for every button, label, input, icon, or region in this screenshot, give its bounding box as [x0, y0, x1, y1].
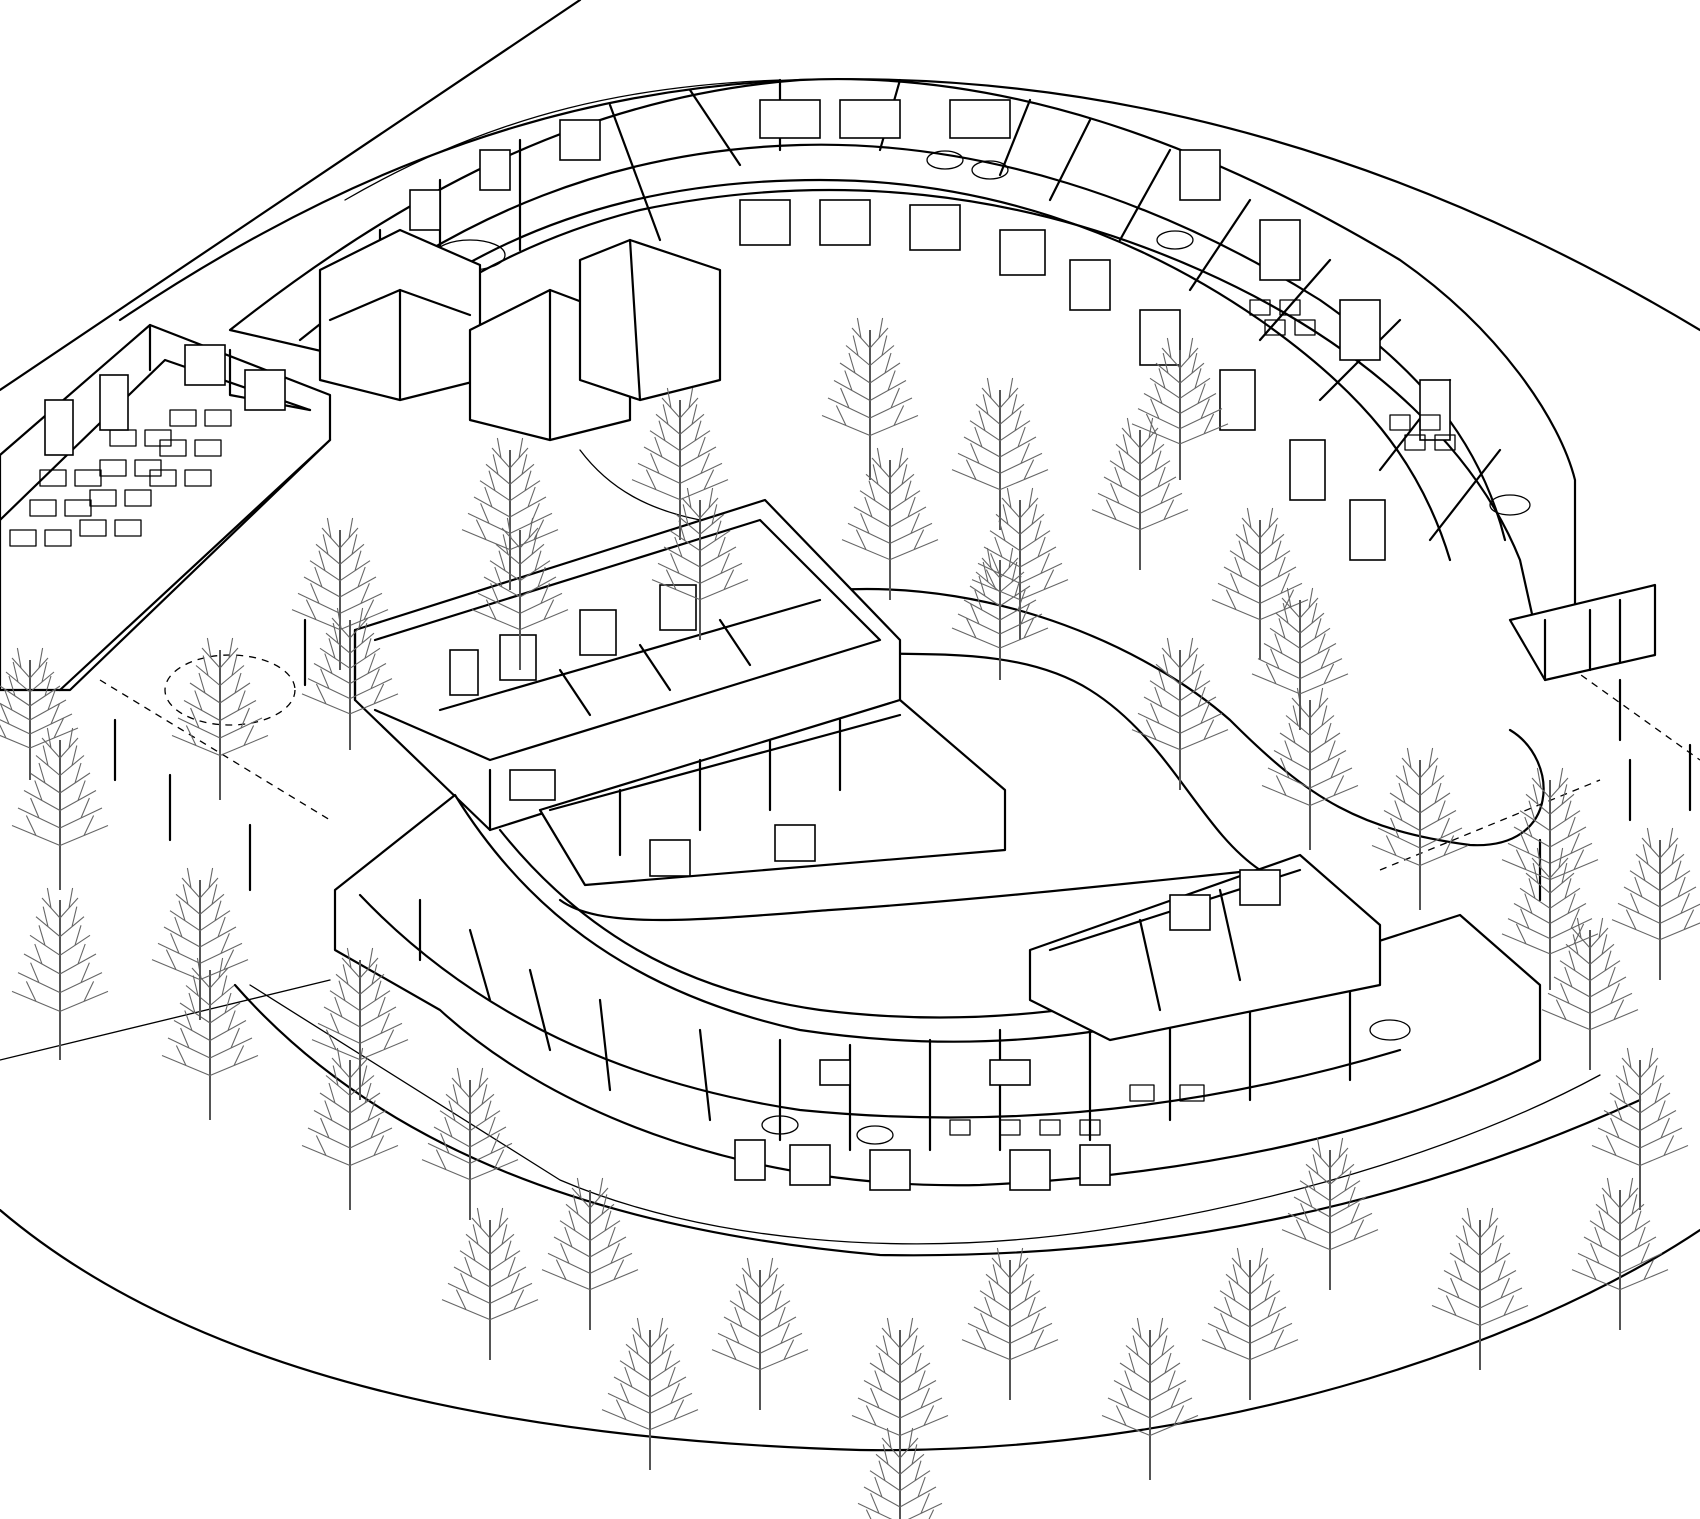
- tree: [631, 387, 729, 540]
- road-edge-middle: [233, 983, 1642, 1257]
- courtyard-path-left: [579, 449, 701, 521]
- tree: [1131, 337, 1229, 480]
- tree: [1501, 847, 1599, 990]
- tree: [1211, 507, 1309, 660]
- tree: [151, 867, 249, 1020]
- trees: [0, 317, 1700, 1519]
- road-edge-outer: [0, 1208, 1700, 1452]
- courtyard: [99, 449, 1700, 922]
- north-wing: [228, 77, 1577, 652]
- north-wing-corridor: [438, 178, 1452, 562]
- tree: [1101, 1317, 1199, 1480]
- south-wing-inner: [358, 893, 1402, 1119]
- posts: [113, 618, 1692, 902]
- tree: [601, 1317, 699, 1470]
- tree: [951, 377, 1049, 530]
- tree: [1201, 1247, 1299, 1400]
- path-left-lower: [0, 979, 331, 1061]
- tree: [1541, 917, 1639, 1070]
- tree: [1131, 637, 1229, 790]
- tree: [161, 957, 259, 1120]
- tree: [1251, 587, 1349, 730]
- courtyard-inner-path: [833, 588, 1545, 847]
- east-block: [1508, 583, 1657, 682]
- west-wing: [0, 323, 332, 692]
- tree: [471, 517, 569, 670]
- tree: [1371, 747, 1469, 910]
- tree: [1431, 1207, 1529, 1370]
- tree: [821, 317, 919, 480]
- tree: [961, 1247, 1059, 1400]
- tree: [651, 487, 749, 640]
- central-block: [353, 498, 1007, 887]
- nw-rooms: [318, 228, 722, 442]
- tree: [711, 1257, 809, 1410]
- north-wing-inner-wall: [298, 143, 1507, 542]
- tree: [311, 947, 409, 1100]
- path-north-short: [344, 79, 781, 201]
- tree: [301, 1047, 399, 1210]
- tree: [1571, 1177, 1669, 1330]
- tree: [0, 647, 79, 780]
- tree: [1591, 1047, 1689, 1210]
- south-wing: [333, 793, 1542, 1191]
- south-wing-windows: [734, 1059, 1111, 1191]
- path-northwest: [0, 0, 582, 392]
- south-wing-furniture: [761, 1019, 1411, 1145]
- tree: [461, 437, 559, 590]
- dashed-link-ne: [1559, 659, 1700, 761]
- tree: [971, 487, 1069, 640]
- dashed-link-left: [99, 679, 331, 821]
- tree: [171, 637, 269, 800]
- tree: [301, 607, 399, 750]
- tree: [841, 447, 939, 600]
- tree: [441, 1207, 539, 1360]
- tree: [857, 1427, 943, 1519]
- tree: [541, 1177, 639, 1330]
- tree: [11, 727, 109, 890]
- south-wing-partitions: [418, 898, 1352, 1152]
- west-wing-desks: [9, 409, 232, 547]
- tree: [1091, 417, 1189, 570]
- tree: [951, 547, 1049, 680]
- tree: [1611, 827, 1700, 980]
- tree: [421, 1067, 519, 1220]
- road-edge-inner: [249, 984, 1601, 1245]
- north-wing-outer-wall: [228, 77, 1577, 652]
- tree: [1261, 687, 1359, 850]
- dashed-link-right: [1379, 779, 1601, 871]
- tree: [1281, 1137, 1379, 1290]
- tree: [11, 887, 109, 1060]
- tree: [291, 517, 389, 670]
